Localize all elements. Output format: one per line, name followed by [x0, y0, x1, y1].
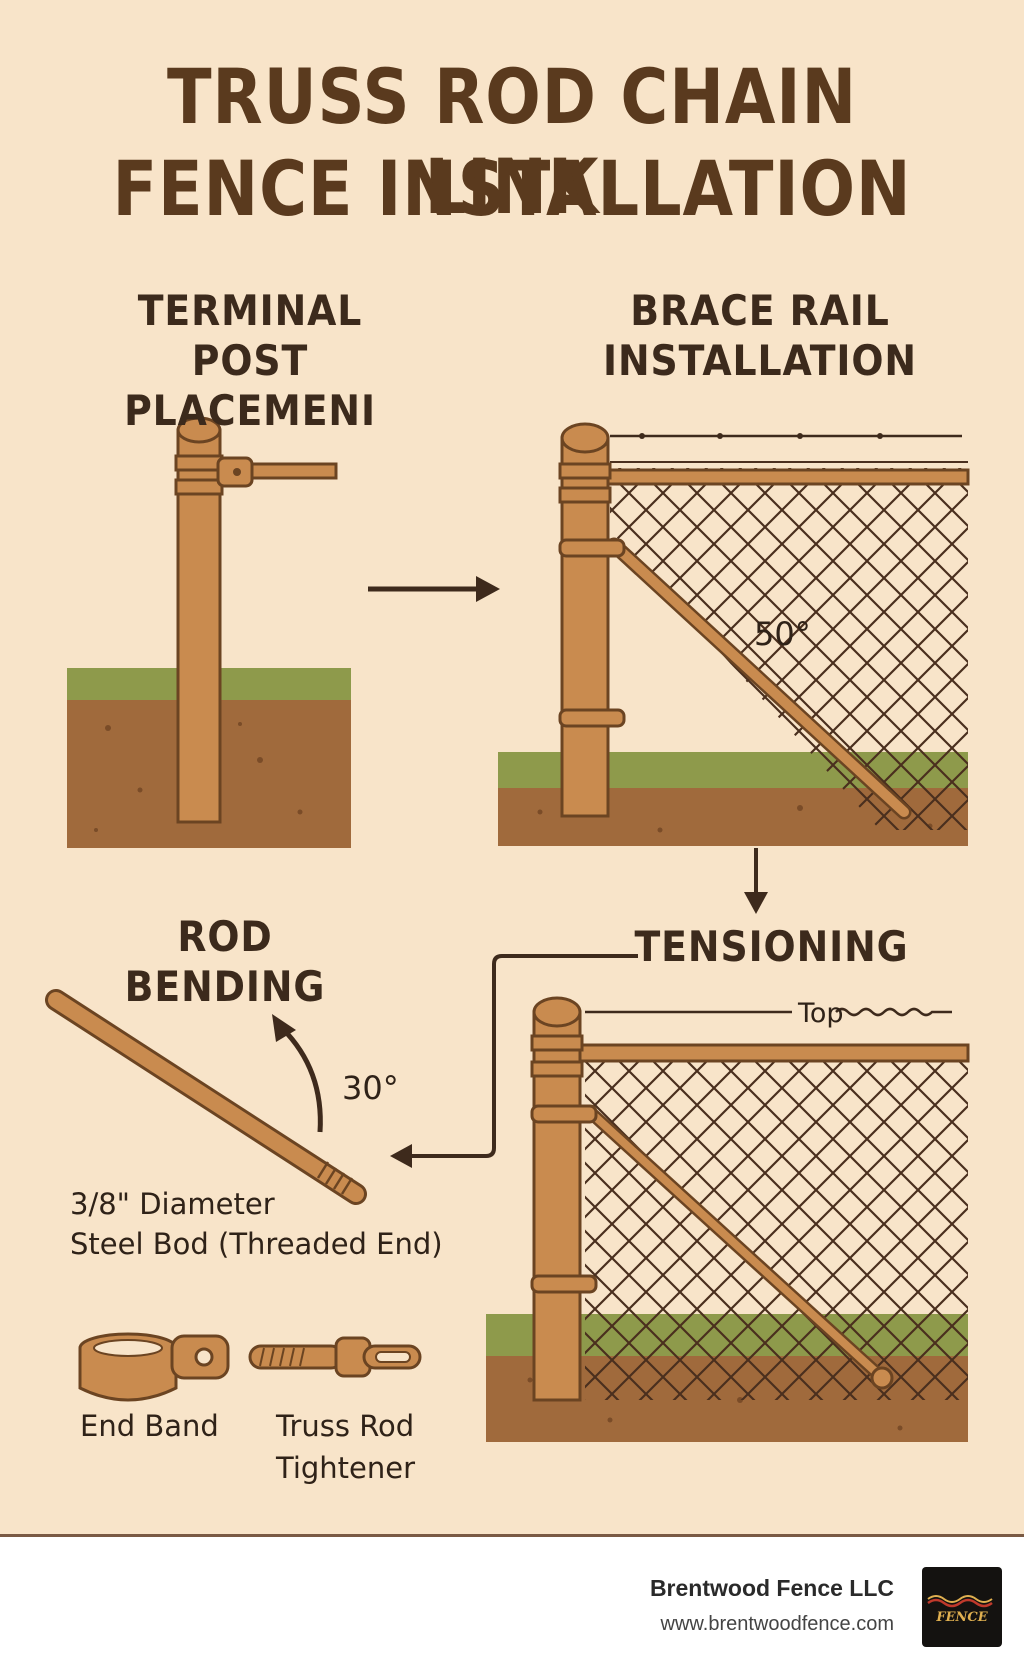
arrow-down — [744, 848, 768, 914]
end-band-part — [78, 1332, 230, 1402]
tension-band — [530, 1274, 598, 1294]
bend-angle-label: 30° — [342, 1069, 399, 1107]
diagram-artwork — [45, 416, 970, 1442]
rod-bending-heading: ROD BENDING — [124, 912, 326, 1011]
company-logo: FENCE — [922, 1567, 1002, 1647]
rod-caption-line2: Steel Bod (Threaded End) — [70, 1227, 443, 1261]
truss-rod — [586, 1108, 882, 1378]
rod-caption-line1: 3/8" Diameter — [70, 1187, 275, 1221]
top-wire-label: Top — [798, 998, 844, 1029]
rod-bending-scene — [45, 989, 367, 1205]
brace-heading-line1: BRACE RAIL — [630, 286, 890, 335]
terminal-heading-line1: TERMINAL — [137, 286, 363, 335]
brace-rail-scene — [498, 422, 970, 846]
soil-specks — [94, 722, 303, 832]
terminal-post-scene — [67, 416, 351, 848]
arrow-left-connector — [390, 954, 638, 1168]
tensioning-scene — [486, 996, 970, 1442]
footer: Brentwood Fence LLC www.brentwoodfence.c… — [0, 1534, 1024, 1669]
brace-heading-line2: INSTALLATION — [603, 336, 917, 385]
arrow-right — [368, 576, 500, 602]
brace-band — [530, 1104, 598, 1124]
logo-text: FENCE — [935, 1610, 988, 1625]
tension-band — [558, 708, 626, 728]
truss-rod — [609, 540, 909, 817]
company-url[interactable]: www.brentwoodfence.com — [660, 1613, 894, 1635]
top-rail-stub — [244, 462, 338, 480]
page-title-line2: FENCE INSTALLATION — [112, 144, 912, 233]
company-name: Brentwood Fence LLC — [649, 1575, 894, 1601]
top-rail — [574, 1043, 970, 1063]
terminal-heading-line2: POST PLACEMENI — [124, 336, 376, 435]
fence-logo-icon: FENCE — [927, 1595, 993, 1625]
threaded-end — [316, 1161, 354, 1195]
top-rail — [604, 468, 970, 486]
tensioning-heading: TENSIONING — [634, 922, 909, 971]
tightener-label-line2: Tightener — [276, 1451, 416, 1485]
brace-angle-label: 50° — [754, 615, 811, 653]
tightener-label-line1: Truss Rod — [276, 1409, 415, 1443]
steel-rod — [48, 992, 364, 1202]
brace-band — [558, 538, 626, 558]
rod-tightener — [870, 1366, 894, 1390]
truss-rod-tightener-part — [248, 1336, 422, 1378]
page-title-line1: TRUSS ROD CHAIN LINK — [166, 52, 858, 231]
chain-link-mesh — [585, 1045, 968, 1400]
end-band-label: End Band — [80, 1409, 219, 1443]
bend-arrow — [280, 1026, 323, 1133]
